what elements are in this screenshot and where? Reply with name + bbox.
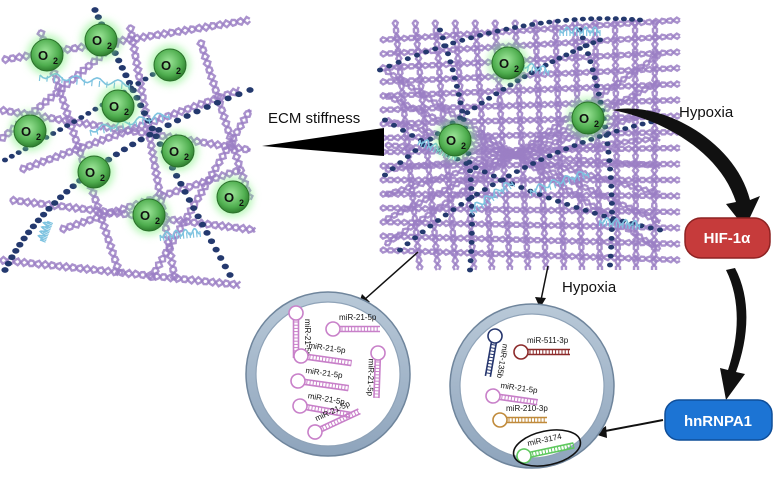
stiffness-wedge	[262, 128, 384, 156]
collagen-fiber	[0, 257, 240, 289]
o2-subscript: 2	[514, 64, 519, 74]
o2-label: O	[499, 56, 509, 71]
o2-subscript: 2	[155, 216, 160, 226]
mirna-label: miR-21-5p	[365, 359, 375, 397]
o2-label: O	[161, 58, 171, 73]
o2-label: O	[579, 111, 589, 126]
vesicle-right: miR-135bmiR-511-3pmiR-21-5pmiR-210-3pmiR…	[450, 304, 614, 472]
mirna-label: miR-511-3p	[527, 336, 569, 345]
hypoxia-label-mid: Hypoxia	[562, 279, 617, 296]
o2-subscript: 2	[239, 198, 244, 208]
o2-subscript: 2	[184, 152, 189, 162]
vesicle-left: miR-21-5pmiR-21-5pmiR-21-5pmiR-21-5pmiR-…	[246, 292, 410, 456]
mesh-to-vesicle-left-arrow	[358, 252, 418, 306]
mirna-label: miR-210-3p	[506, 404, 548, 413]
o2-label: O	[446, 133, 456, 148]
o2-label: O	[92, 33, 102, 48]
o2-label: O	[21, 124, 31, 139]
o2-label: O	[224, 190, 234, 205]
ecm-stiffness-indicator: ECM stiffness	[262, 110, 384, 156]
hif-1a-node: HIF-1α	[685, 218, 770, 258]
mirna-label: miR-21-5p	[339, 313, 377, 322]
o2-subscript: 2	[176, 66, 181, 76]
o2-subscript: 2	[124, 107, 129, 117]
o2-label: O	[85, 165, 95, 180]
o2-label: O	[140, 208, 150, 223]
hypoxia-label-top: Hypoxia	[679, 104, 734, 121]
o2-label: O	[109, 99, 119, 114]
o2-subscript: 2	[461, 141, 466, 151]
o2-subscript: 2	[36, 132, 41, 142]
o2-subscript: 2	[594, 119, 599, 129]
o2-subscript: 2	[107, 41, 112, 51]
hnrnpa1-node: hnRNPA1	[665, 400, 772, 440]
hnrnpa1-label: hnRNPA1	[684, 413, 752, 430]
o2-subscript: 2	[100, 173, 105, 183]
hif-1a-label: HIF-1α	[704, 230, 752, 247]
ecm-stiffness-label: ECM stiffness	[268, 110, 360, 127]
light-fiber	[39, 221, 53, 242]
o2-subscript: 2	[53, 56, 58, 66]
o2-label: O	[169, 144, 179, 159]
hif-to-hnrnpa1-arrow	[720, 268, 746, 400]
mesh-to-vesicle-right-arrow: Hypoxia	[535, 266, 617, 308]
stiff-ecm-mesh	[377, 16, 680, 272]
o2-label: O	[38, 48, 48, 63]
